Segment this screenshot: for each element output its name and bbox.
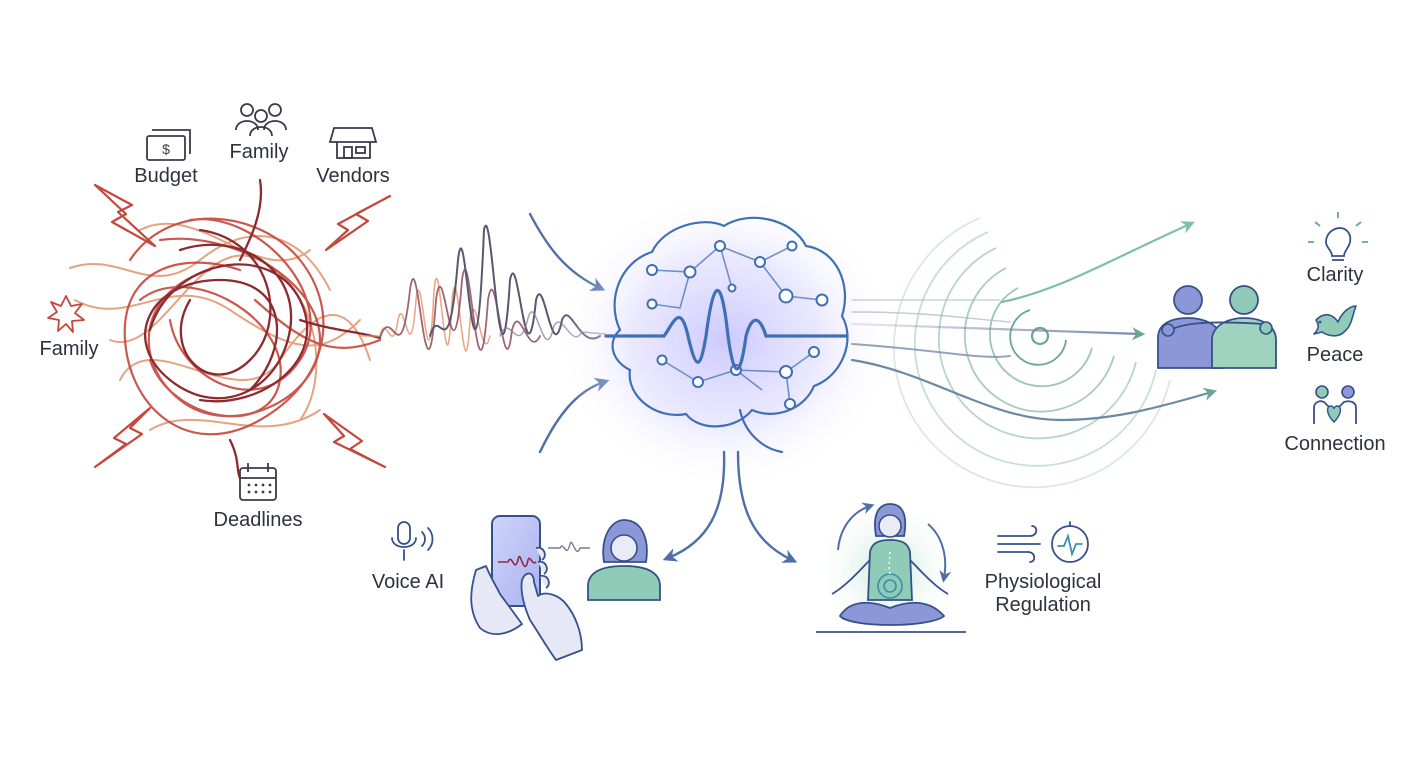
storefront-icon bbox=[328, 127, 378, 159]
group-icon bbox=[235, 103, 287, 137]
phone-in-hand-icon bbox=[470, 515, 583, 661]
brain-heartbeat-line bbox=[604, 288, 848, 371]
svg-text:$: $ bbox=[162, 141, 170, 157]
lightning-bolts bbox=[93, 183, 392, 469]
brain-network bbox=[556, 190, 896, 490]
lightning-bolt-bottom-right bbox=[322, 412, 387, 469]
money-bill-icon: $ bbox=[146, 129, 191, 161]
branch-arrows bbox=[662, 450, 798, 563]
stressor-label-vendors: Vendors bbox=[316, 165, 390, 187]
stressor-label-deadlines: Deadlines bbox=[213, 509, 303, 531]
outflow-streams bbox=[850, 221, 1218, 422]
outcome-label-connection: Connection bbox=[1284, 433, 1386, 455]
lightning-bolt-bottom-left bbox=[93, 406, 152, 469]
arrow-to-voice-ai bbox=[662, 450, 726, 562]
lightbulb-icon bbox=[1308, 212, 1368, 261]
outcome-label-clarity: Clarity bbox=[1306, 264, 1364, 286]
tool-label-physiological-regulation: Physiological Regulation bbox=[984, 571, 1102, 617]
stressor-label-budget: Budget bbox=[134, 165, 198, 187]
stress-waveform bbox=[359, 224, 606, 352]
stressor-label-family-top: Family bbox=[229, 141, 289, 163]
embracing-people-icon bbox=[1157, 285, 1277, 369]
tangled-stress-knot bbox=[69, 178, 382, 480]
burst-icon bbox=[47, 295, 85, 333]
woman-avatar-icon bbox=[587, 519, 661, 601]
physio-line-2: Regulation bbox=[995, 594, 1091, 616]
lightning-bolt-top-right bbox=[324, 194, 392, 252]
stressor-label-family-left: Family bbox=[39, 338, 99, 360]
family-heart-icon bbox=[1313, 385, 1357, 424]
lightning-bolt-top-left bbox=[93, 183, 157, 248]
arrow-to-regulation bbox=[736, 450, 798, 563]
dove-icon bbox=[1313, 305, 1357, 337]
wind-and-heart-monitor-icon bbox=[997, 521, 1089, 563]
microphone-icon bbox=[391, 521, 434, 561]
outcome-label-peace: Peace bbox=[1306, 344, 1364, 366]
small-waveform bbox=[548, 541, 590, 553]
physio-line-1: Physiological bbox=[984, 571, 1102, 593]
tool-label-voice-ai: Voice AI bbox=[371, 571, 445, 593]
calendar-icon bbox=[239, 463, 277, 501]
meditation-figure-icon bbox=[814, 496, 966, 644]
